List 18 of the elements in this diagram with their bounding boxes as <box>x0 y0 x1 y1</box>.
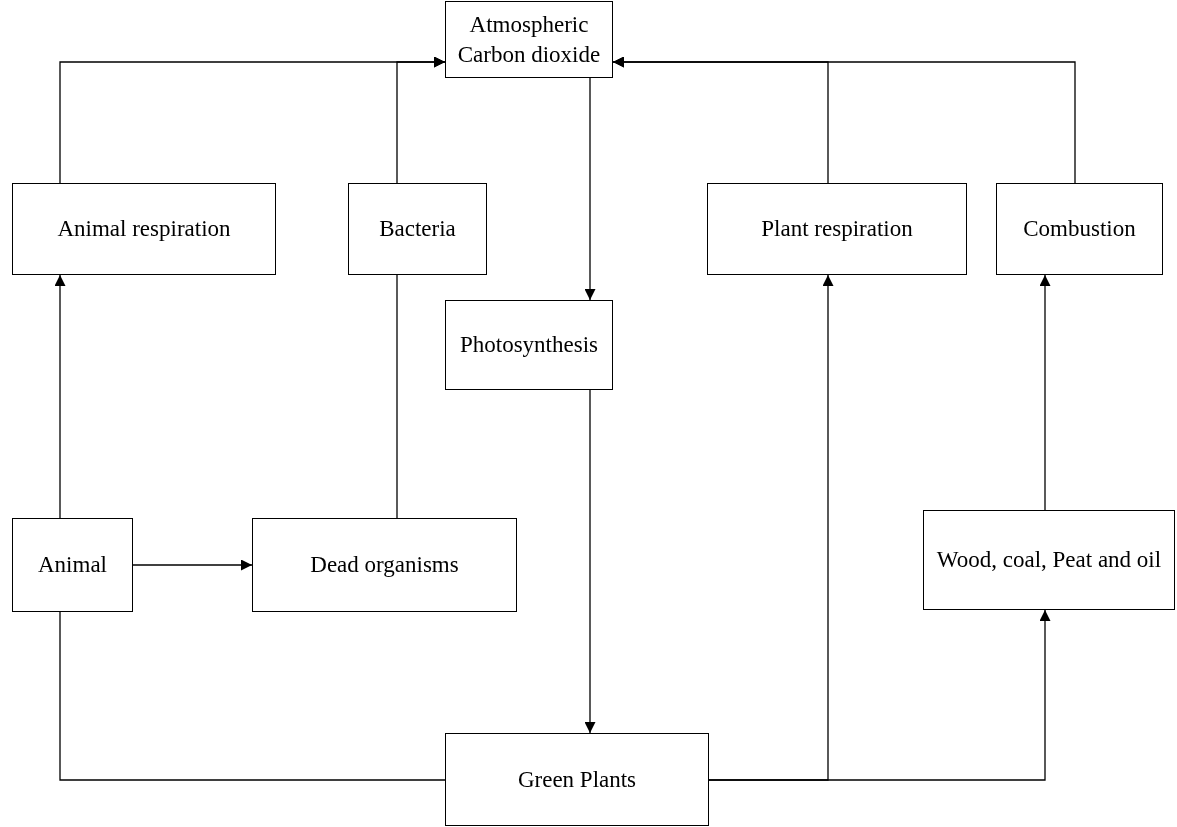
process-box: Wood, coal, Peat and oil <box>923 510 1175 610</box>
arrow <box>584 77 596 301</box>
process-box: Animal respiration <box>12 183 276 275</box>
process-box: Plant respiration <box>707 183 967 275</box>
process-box: Green Plants <box>445 733 709 826</box>
process-box: Dead organisms <box>252 518 517 612</box>
process-box: Combustion <box>996 183 1163 275</box>
process-box: Bacteria <box>348 183 487 275</box>
arrow <box>54 274 66 519</box>
arrow <box>584 389 596 734</box>
arrow <box>1039 274 1051 511</box>
process-box: Photosynthesis <box>445 300 613 390</box>
process-box: Animal <box>12 518 133 612</box>
arrow <box>396 56 446 184</box>
arrow <box>612 56 1076 184</box>
process-box: Atmospheric Carbon dioxide <box>445 1 613 78</box>
arrow <box>708 609 1051 781</box>
arrow <box>132 559 253 571</box>
